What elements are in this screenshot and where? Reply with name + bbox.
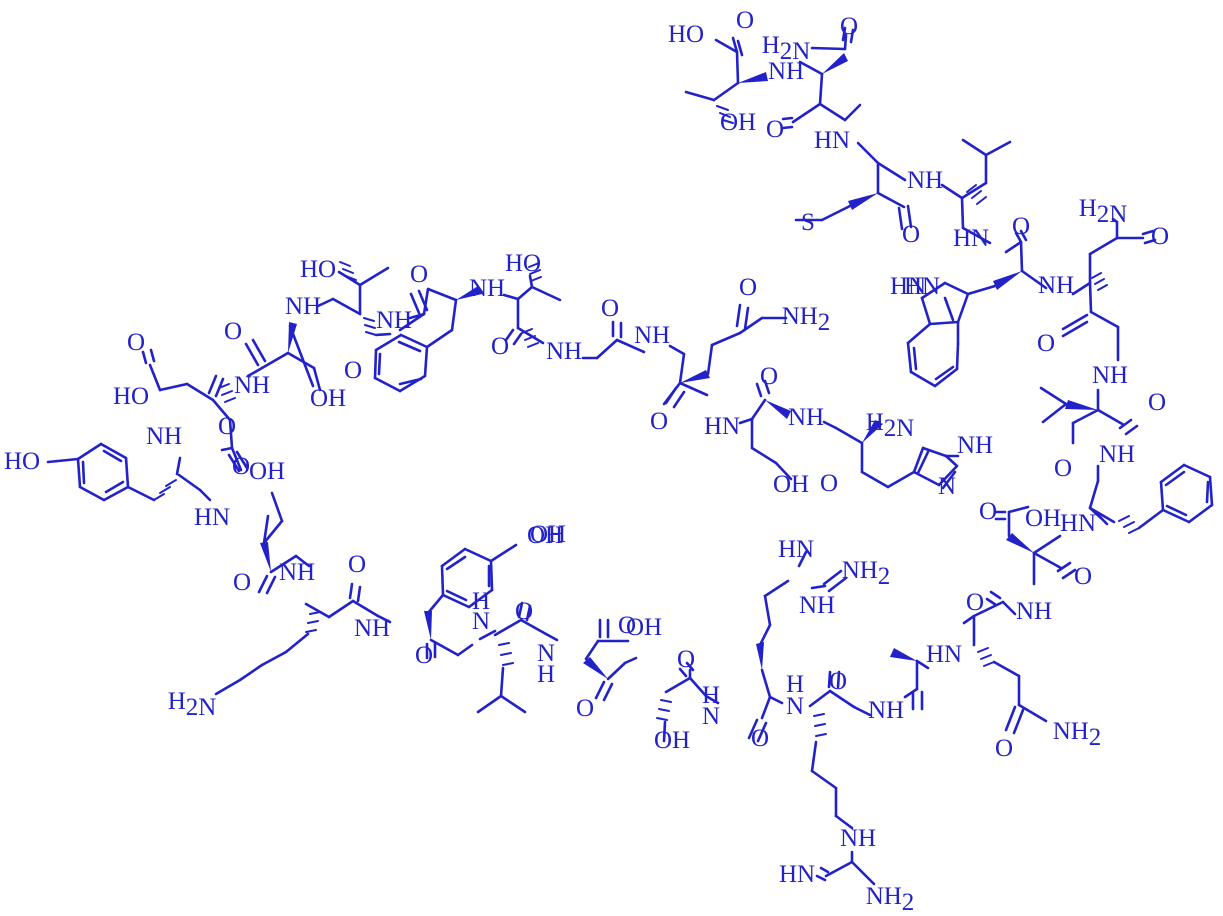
atom-label-nh: NH bbox=[634, 322, 670, 349]
atom-label-n: N bbox=[702, 703, 720, 730]
atom-label-o: O bbox=[820, 470, 838, 497]
atom-label-nh: NH bbox=[146, 423, 182, 450]
atom-label-o: O bbox=[760, 363, 778, 390]
atom-label-o: O bbox=[348, 551, 366, 578]
atom-label-o: O bbox=[233, 569, 251, 596]
atom-label-nh: NH bbox=[799, 592, 835, 619]
atom-label-o: O bbox=[751, 725, 769, 752]
atom-label-o: O bbox=[902, 221, 920, 248]
atom-label-hn: HN bbox=[953, 225, 989, 252]
atom-label-nh: NH bbox=[285, 293, 321, 320]
atom-label-ho: HO bbox=[505, 250, 541, 277]
atom-label-o: O bbox=[576, 695, 594, 722]
atom-label-nh: NH bbox=[1016, 598, 1052, 625]
atom-label-o: O bbox=[650, 408, 668, 435]
atom-label-oh: OH bbox=[654, 727, 690, 754]
atom-label-nh: NH bbox=[788, 404, 824, 431]
atom-label-hn: HN bbox=[1060, 510, 1096, 537]
atom-label-hn: HN bbox=[814, 127, 850, 154]
atom-label-o: O bbox=[1148, 389, 1166, 416]
atom-label-ho: HO bbox=[300, 256, 336, 283]
atom-label-oh: OH bbox=[1025, 505, 1061, 532]
atom-label-o: O bbox=[127, 329, 145, 356]
atom-label-n: N bbox=[938, 473, 956, 500]
atom-label-nh: NH bbox=[469, 275, 505, 302]
atom-label-nh2: NH2 bbox=[1053, 718, 1102, 751]
atom-label-o: O bbox=[224, 318, 242, 345]
atom-label-o: O bbox=[232, 453, 250, 480]
atom-label-nh: NH bbox=[1092, 362, 1128, 389]
atom-label-nh: NH bbox=[768, 58, 804, 85]
atom-label-h2n: H2N bbox=[1079, 195, 1128, 228]
atom-label-nh2: NH2 bbox=[866, 883, 915, 916]
atom-label-hn: HN bbox=[704, 413, 740, 440]
atom-label-o: O bbox=[1012, 213, 1030, 240]
atom-label-o: O bbox=[491, 333, 509, 360]
atom-label-h: H bbox=[786, 671, 804, 698]
atom-label-o: O bbox=[1074, 563, 1092, 590]
atom-label-hn: HN bbox=[926, 641, 962, 668]
atom-label-o: O bbox=[736, 7, 754, 34]
bond-layer bbox=[46, 26, 1214, 886]
atom-label-hn: HN bbox=[890, 273, 926, 300]
atom-label-o: O bbox=[995, 735, 1013, 762]
atom-label-hn: HN bbox=[779, 861, 815, 888]
atom-label-ho: HO bbox=[113, 383, 149, 410]
atom-label-h: H bbox=[537, 661, 555, 688]
atom-label-o: O bbox=[344, 357, 362, 384]
atom-label-nh: NH bbox=[376, 307, 412, 334]
atom-label-oh: OH bbox=[773, 471, 809, 498]
atom-label-h: H bbox=[702, 682, 720, 709]
atom-label-oh: OH bbox=[249, 458, 285, 485]
atom-label-n: N bbox=[537, 640, 555, 667]
atom-label-nh: NH bbox=[354, 615, 390, 642]
atom-label-s: S bbox=[801, 209, 815, 236]
atom-label-hn: HN bbox=[778, 536, 814, 563]
atom-label-o: O bbox=[766, 116, 784, 143]
atom-label-o: O bbox=[1054, 455, 1072, 482]
atom-label-oh: OH bbox=[720, 109, 756, 136]
atom-label-nh: NH bbox=[840, 825, 876, 852]
atom-label-h: H bbox=[472, 588, 490, 615]
atom-label-h2n: H2N bbox=[866, 409, 915, 442]
atom-label-o: O bbox=[739, 274, 757, 301]
atom-label-nh: NH bbox=[546, 338, 582, 365]
atom-label-o: O bbox=[1037, 330, 1055, 357]
atom-label-ho: HO bbox=[4, 448, 40, 475]
atom-label-o: O bbox=[829, 668, 847, 695]
atom-label-o: O bbox=[415, 642, 433, 669]
atom-label-nh2: NH2 bbox=[782, 303, 831, 336]
atom-label-nh: NH bbox=[868, 697, 904, 724]
atom-label-oh: OH bbox=[310, 385, 346, 412]
atom-label-o: O bbox=[618, 612, 636, 639]
atom-label-o: O bbox=[410, 261, 428, 288]
atom-label-oh: OH bbox=[626, 614, 662, 641]
atom-label-oh: OH bbox=[527, 522, 563, 549]
atom-label-hn: HN bbox=[904, 273, 940, 300]
atom-label-h2n: H2N bbox=[762, 32, 811, 65]
atom-label-ho: HO bbox=[668, 21, 704, 48]
atom-label-nh2: NH2 bbox=[842, 557, 891, 590]
atom-label-o: O bbox=[515, 598, 533, 625]
atom-label-nh: NH bbox=[1099, 441, 1135, 468]
atom-label-hn: HN bbox=[194, 504, 230, 531]
atom-label-o: O bbox=[966, 589, 984, 616]
atom-label-nh: NH bbox=[279, 559, 315, 586]
atom-label-oh: OH bbox=[530, 521, 566, 548]
atom-label-nh: NH bbox=[907, 167, 943, 194]
atom-label-o: O bbox=[1151, 223, 1169, 250]
atom-label-o: O bbox=[218, 413, 236, 440]
atom-label-o: O bbox=[840, 13, 858, 40]
atom-label-o: O bbox=[677, 646, 695, 673]
atom-label-n: N bbox=[472, 608, 490, 635]
atom-label-nh: NH bbox=[234, 372, 270, 399]
atom-label-nh: NH bbox=[1038, 272, 1074, 299]
atom-label-o: O bbox=[601, 295, 619, 322]
atom-label-h2n: H2N bbox=[168, 688, 217, 721]
atom-label-o: O bbox=[979, 498, 997, 525]
atom-label-nh: NH bbox=[957, 432, 993, 459]
atom-label-n: N bbox=[786, 693, 804, 720]
